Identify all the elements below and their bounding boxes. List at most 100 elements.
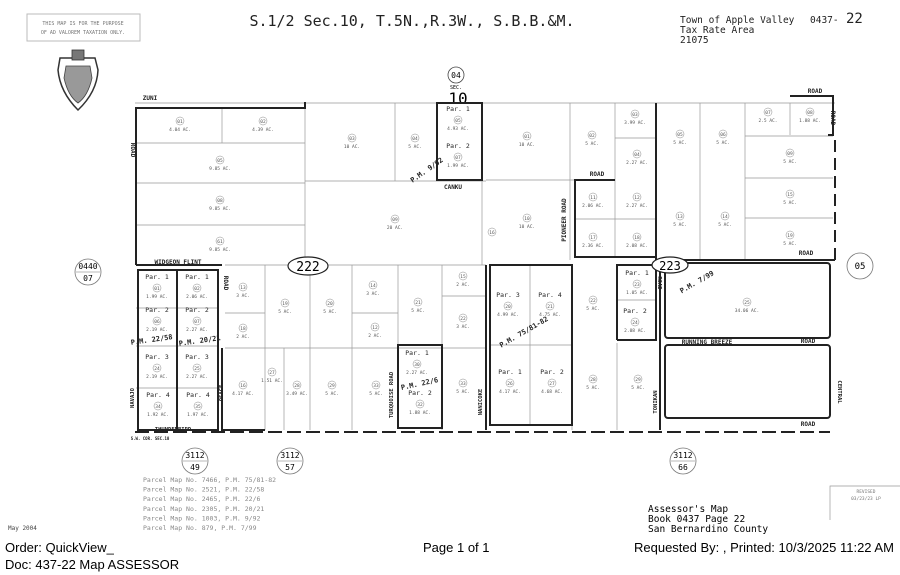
parcel-acreage: 5 AC. [673, 222, 687, 228]
assessor-county: San Bernardino County [648, 524, 768, 535]
parcel-acreage: 10 AC. [344, 144, 360, 150]
parcel-number: 27 [269, 370, 275, 376]
parcel-number-circle [192, 363, 202, 373]
parcel-number-circle [267, 367, 277, 377]
road-label: ROAD [808, 88, 823, 95]
parcel-number-circle [415, 399, 425, 409]
parcel-acreage: 9.85 AC. [209, 166, 231, 172]
parcel-number-circle [458, 378, 468, 388]
parcel-map-note: Parcel Map No. 2521, P.M. 22/58 [143, 486, 264, 494]
parcel-acreage: 4.04 AC. [169, 127, 191, 133]
parcel: 155 AC. [783, 189, 797, 206]
parcel-number: 17 [590, 235, 596, 241]
parcel-acreage: 5 AC. [325, 391, 339, 397]
parcel-acreage: 3 AC. [236, 293, 250, 299]
parcel: 182 AC. [236, 323, 250, 340]
adjacent-sheet-reference: 05 [846, 252, 874, 280]
road-label: ROAD [222, 276, 229, 291]
parcel-par-label: Par. 3 [496, 291, 520, 299]
parcel-number-circle [630, 109, 640, 119]
parcel-par-label: Par. 4 [538, 291, 562, 299]
parcel-number: 22 [460, 316, 466, 322]
page-number: 22 [846, 11, 863, 27]
parcel-number: 21 [547, 304, 553, 310]
parcel-acreage: 2.08 AC. [624, 328, 646, 334]
parcel-acreage: 2.08 AC. [626, 243, 648, 249]
parcel: 145 AC. [718, 211, 732, 228]
printed-info: Requested By: , Printed: 10/3/2025 11:22… [634, 540, 894, 555]
parcel-number-circle [153, 401, 163, 411]
parcel-acreage: 2.27 AC. [626, 160, 648, 166]
parcel-acreage: 5 AC. [411, 308, 425, 314]
parcel-number-circle [453, 152, 463, 162]
parcel-number: 06 [720, 132, 726, 138]
parcel-number-circle [785, 230, 795, 240]
parcel-acreage: 4.93 AC. [447, 126, 469, 132]
parcel: 095 AC. [783, 148, 797, 165]
plat-map-reference: P.M. 75/81-82 [498, 315, 549, 349]
disclaimer-line-2: OF AD VALOREM TAXATION ONLY. [41, 30, 125, 36]
parcel-acreage: 1.88 AC. [799, 118, 821, 124]
parcel-number: 14 [370, 283, 376, 289]
road-label: ZUNI [143, 95, 158, 102]
parcel-number-circle [458, 313, 468, 323]
parcel-number: 61 [217, 239, 223, 245]
parcel-number: 29 [329, 383, 335, 389]
parcel-par-label: Par. 3 [185, 353, 209, 361]
parcel-number: 10 [524, 216, 530, 222]
parcel: 055 AC. [673, 129, 687, 146]
parcel-number-circle [742, 297, 752, 307]
parcel: 089.85 AC. [209, 195, 231, 212]
book-number: 0437- [810, 15, 839, 26]
parcel: 205 AC. [323, 298, 337, 315]
road-label: ROAD [801, 338, 816, 345]
parcel-acreage: 5 AC. [783, 159, 797, 165]
sheet-top: 3112 [185, 451, 204, 460]
parcel-number-circle [632, 232, 642, 242]
road-label: ROAD [656, 276, 662, 290]
county-seal-logo [57, 49, 99, 112]
parcel-number: 23 [634, 282, 640, 288]
parcel-number: 02 [589, 133, 595, 139]
parcel-labels: 014.04 AC.024.39 AC.059.85 AC.089.85 AC.… [145, 105, 821, 418]
parcel: 081.88 AC. [799, 107, 821, 124]
parcel: 225 AC. [586, 295, 600, 312]
parcel-number-circle [545, 301, 555, 311]
parcel: 024.39 AC. [252, 116, 274, 133]
revised-date: 03/23/23 LP [851, 496, 881, 502]
parcel-number-circle [588, 295, 598, 305]
parcel-par-label: Par. 1 [625, 269, 649, 277]
parcel-number-circle [193, 401, 203, 411]
parcel-acreage: 9.85 AC. [209, 247, 231, 253]
parcel-number-circle [175, 116, 185, 126]
town-name: Town of Apple Valley [680, 15, 795, 26]
block-number-223: 223 [659, 259, 681, 273]
parcel-number-circle [368, 280, 378, 290]
parcel-number: 16 [489, 230, 495, 236]
parcel-number: 32 [417, 402, 423, 408]
parcel: 033.99 AC. [624, 109, 646, 126]
parcel-acreage: 2.06 AC. [186, 294, 208, 300]
road-label: CANKU [444, 184, 462, 191]
parcel-number: 28 [590, 377, 596, 383]
parcel-number-circle [238, 380, 248, 390]
sheet-bottom: 66 [678, 463, 688, 472]
road-label: WIDGEON FLINT [155, 259, 202, 266]
parcel: 014.04 AC. [169, 116, 191, 133]
parcel-number-circle [632, 149, 642, 159]
parcel-acreage: 4.75 AC. [539, 312, 561, 318]
parcel-number: 22 [590, 298, 596, 304]
boundary-lines [135, 95, 836, 433]
parcel-number-circle [785, 189, 795, 199]
